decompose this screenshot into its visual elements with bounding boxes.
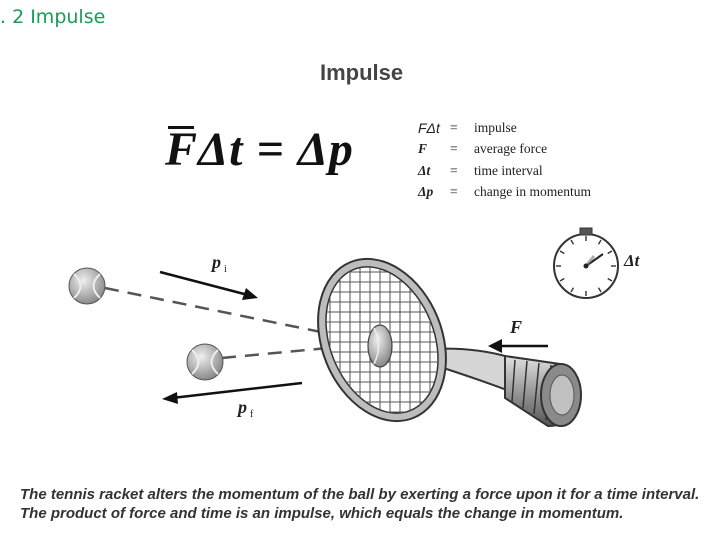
legend-row-force: F = average force <box>418 139 591 161</box>
force-label: F <box>509 317 522 337</box>
legend-symbol: FΔt <box>418 119 440 136</box>
legend-equals: = <box>450 141 458 157</box>
average-bar <box>168 126 194 129</box>
delta-t-label: Δt <box>623 251 641 270</box>
equation-legend: FΔt = impulse F = average force Δt = tim… <box>418 117 591 203</box>
p-initial-subscript: i <box>224 264 227 275</box>
final-momentum-arrow <box>162 381 303 404</box>
figure-caption: The tennis racket alters the momentum of… <box>20 485 699 523</box>
legend-definition: impulse <box>474 119 517 135</box>
legend-definition: change in momentum <box>474 184 591 200</box>
impulse-equation: FΔt = Δp <box>165 123 354 176</box>
legend-definition: time interval <box>474 162 543 178</box>
legend-definition: average force <box>474 141 548 157</box>
legend-equals: = <box>450 184 458 200</box>
legend-row-momentum: Δp = change in momentum <box>418 182 591 204</box>
force-arrow <box>488 339 548 353</box>
legend-symbol: Δp <box>418 184 434 200</box>
legend-equals: = <box>450 119 458 135</box>
slide-title: . 2 Impulse <box>0 6 106 28</box>
stopwatch-icon <box>553 227 619 299</box>
legend-row-time: Δt = time interval <box>418 160 591 182</box>
legend-equals: = <box>450 162 458 178</box>
tennis-ball-outgoing-icon <box>186 343 224 381</box>
legend-row-impulse: FΔt = impulse <box>418 117 591 139</box>
p-final-subscript: f <box>250 409 254 420</box>
tennis-ball-impact-icon <box>367 324 393 368</box>
legend-symbol: F <box>418 141 428 157</box>
initial-momentum-arrow <box>159 270 258 300</box>
caption-line-2: The product of force and time is an impu… <box>20 505 624 522</box>
figure-heading: Impulse <box>320 60 404 85</box>
p-final-label: p <box>236 397 247 417</box>
tennis-ball-incoming-icon <box>68 267 106 305</box>
caption-line-1: The tennis racket alters the momentum of… <box>20 486 700 503</box>
legend-symbol: Δt <box>418 162 431 178</box>
p-initial-label: p <box>210 252 221 272</box>
